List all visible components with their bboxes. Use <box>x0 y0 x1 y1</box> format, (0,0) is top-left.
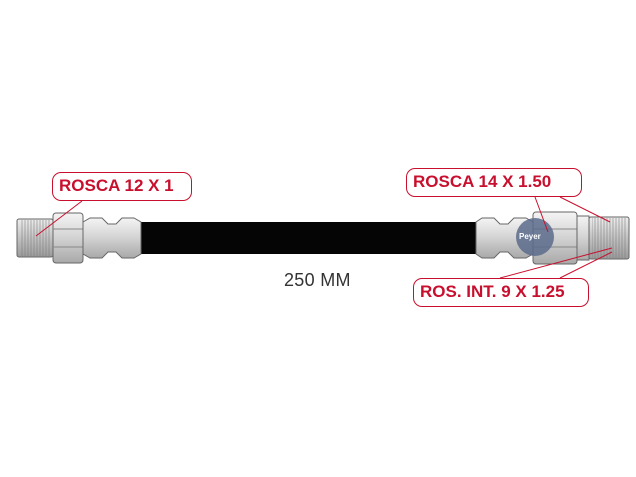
callout-left-thread: ROSCA 12 X 1 <box>52 172 192 201</box>
leader-right-bottom <box>499 247 613 279</box>
leader-left <box>35 200 83 237</box>
leader-right-bottom-2 <box>559 251 613 279</box>
hose-body <box>140 222 480 254</box>
left-ferrule <box>82 217 142 259</box>
callout-right-thread: ROSCA 14 X 1.50 <box>406 168 582 197</box>
left-hex-nut <box>52 212 84 264</box>
brand-logo-icon <box>516 218 554 256</box>
brand-logo-text: Peyer <box>519 232 541 241</box>
leader-right-top-2 <box>534 196 549 233</box>
left-fitting <box>16 212 142 264</box>
right-fitting <box>475 211 630 265</box>
length-label: 250 MM <box>284 270 351 290</box>
leader-right-top <box>559 196 611 223</box>
callout-internal-thread: ROS. INT. 9 X 1.25 <box>413 278 589 307</box>
